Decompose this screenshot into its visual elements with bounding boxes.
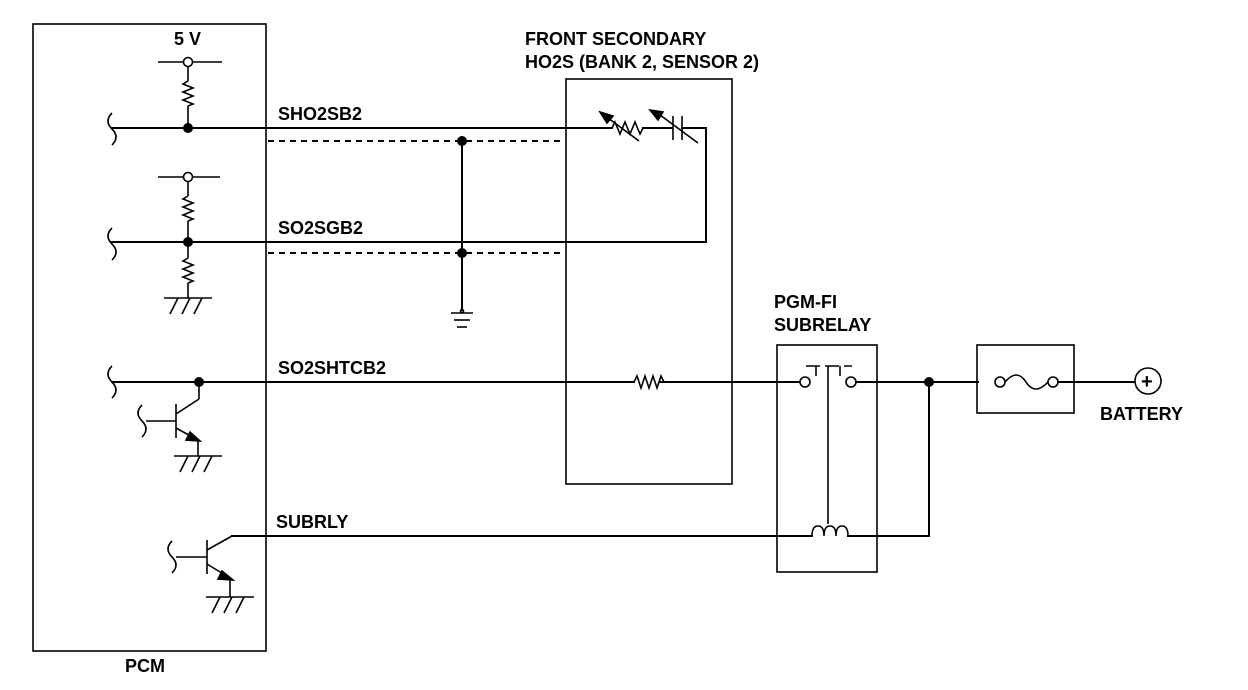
supply-5v-label: 5 V [174,29,201,49]
ground-icon [174,455,222,473]
transistor-icon [176,535,236,597]
junction-dot [457,248,467,258]
battery-label: BATTERY [1100,404,1183,424]
ground-icon [451,308,473,328]
junction-dot [457,136,467,146]
relay-switch-icon [799,365,857,524]
divider-circuit-so2sgb2 [158,171,220,315]
junction-dot [183,237,193,247]
resistor-icon [180,195,196,222]
fuse-icon [994,374,1059,390]
ground-icon [206,596,254,614]
signal-label-so2shtcb2: SO2SHTCB2 [278,358,386,378]
relay-title-line-1: PGM-FI [774,292,837,312]
junction-dot [924,377,934,387]
resistor-icon [180,80,196,107]
pcm-label: PCM [125,656,165,676]
sensor-title-line-2: HO2S (BANK 2, SENSOR 2) [525,52,759,72]
variable-resistor-icon [598,110,644,142]
signal-label-so2sgb2: SO2SGB2 [278,218,363,238]
pullup-circuit-sho2sb2 [158,56,222,128]
resistor-icon [180,257,196,284]
transistor-icon [146,382,203,456]
signal-label-subrly: SUBRLY [276,512,348,532]
heater-resistor-icon [633,373,665,391]
fuse-box [976,344,1075,414]
supply-terminal [182,171,194,183]
ho2s-sensor-box [565,78,733,485]
supply-terminal [182,56,194,68]
ground-icon [164,297,212,315]
variable-capacitor-icon [648,108,699,144]
subrelay-box [776,344,878,573]
junction-dot [183,123,193,133]
sensor-title-line-1: FRONT SECONDARY [525,29,706,49]
battery-terminal-icon: + [1134,367,1162,395]
junction-dot [194,377,204,387]
relay-coil-icon [811,525,849,537]
svg-text:+: + [1141,371,1153,393]
relay-title-line-2: SUBRELAY [774,315,871,335]
connector-icon [107,112,177,574]
signal-label-sho2sb2: SHO2SB2 [278,104,362,124]
pcm-box [32,23,267,652]
